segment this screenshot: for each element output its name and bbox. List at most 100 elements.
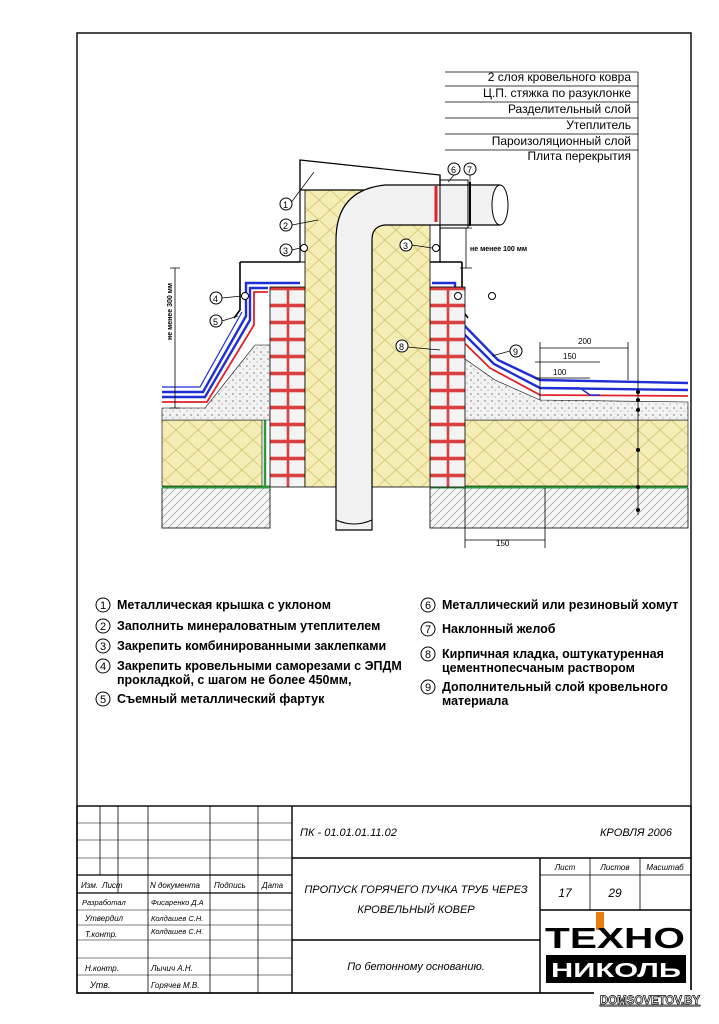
membrane-right-top [432,281,689,385]
hdr-scale: Масштаб [646,863,684,872]
dim-min300: не менее 300 мм [167,283,174,340]
name-3: Колдашев С.Н. [151,927,203,936]
brick-wall-left [269,286,306,488]
callout-5: 5 [213,317,218,327]
hdr-sheets: Листов [599,863,629,872]
legend-number: 4 [100,661,106,673]
callout-1: 1 [283,200,288,210]
clamp [439,179,469,229]
dimensions [170,227,629,548]
legend-text: Заполнить минераловатным утеплителем [117,619,380,633]
dim-150: 150 [563,352,577,361]
name-1: Фисаренко Д.А [151,898,204,907]
tekhnonikol-logo: ТЕХНО НИКОЛЬ [545,912,686,983]
legend-number-circle [420,646,436,662]
legend-text: Съемный металлический фартук [117,692,325,706]
slab-left [161,487,271,529]
layer-labels: 2 слоя кровельного ковра Ц.П. стяжка по … [483,70,631,163]
screw-left [241,292,249,300]
callout-7: 7 [467,165,472,175]
pipe-end [491,184,509,226]
role-3: Т.контр. [85,930,117,939]
callouts: 1 2 3 3 4 5 6 7 8 [209,162,523,358]
legend-text: Металлический или резиновый хомут [442,598,678,612]
membrane-left-extra [162,311,243,388]
legend-number-circle [95,691,111,707]
hdr-podpis: Подпись [214,881,246,890]
legend-number: 6 [425,600,431,612]
legend-text: материала [442,694,509,708]
membrane-right-step [540,387,600,396]
screw-right [454,292,462,300]
dim-200: 200 [578,337,592,346]
legend-number: 9 [425,682,431,694]
hdr-izm: Изм. [81,881,98,890]
membrane-left-outer [162,286,268,399]
legend-text: Наклонный желоб [442,622,556,636]
legend-number-circle [95,597,111,613]
legend-number: 2 [100,621,106,633]
callout-3-right: 3 [403,241,408,251]
layer-label-2: Ц.П. стяжка по разуклонке [483,86,631,100]
layer-label-4: Утеплитель [566,118,631,132]
layer-label-6: Плита перекрытия [528,149,631,163]
insulation-right [437,419,689,487]
insulation-left [161,419,263,487]
title-block-text: ПК - 01.01.01.11.02 КРОВЛЯ 2006 Изм. Лис… [81,827,686,990]
membrane-left-red [162,291,268,403]
legend-text: Закрепить кровельными саморезами с ЭПДМ [117,659,402,673]
legend-text: Кирпичная кладка, оштукатуренная [442,647,664,661]
dim-150-bottom: 150 [496,539,510,548]
sheet-number: 17 [558,886,573,900]
watermark: DOMSOVETOV.BY [600,995,701,1007]
role-1: Разработал [82,898,126,907]
slab-right [429,487,689,529]
doc-code: ПК - 01.01.01.11.02 [300,827,397,839]
legend-number-circle [420,621,436,637]
logo-top-text: ТЕХНО [545,923,685,955]
logo-accent [596,912,604,930]
screw-right-2 [488,292,496,300]
role-4: Н.контр. [85,964,119,973]
title-block [76,805,692,994]
series-name: КРОВЛЯ 2006 [600,827,673,839]
callout-2: 2 [283,221,288,231]
legend-number-circle [95,658,111,674]
legend-number: 7 [425,624,431,636]
doc-subtitle: По бетонному основанию. [347,961,485,973]
doc-title-2: КРОВЕЛЬНЫЙ КОВЕР [357,903,475,916]
legend-number-circle [420,597,436,613]
sheets-count: 29 [607,886,622,900]
layer-label-1: 2 слоя кровельного ковра [488,70,632,84]
legend-text: Дополнительный слой кровельного [442,680,668,694]
legend-number: 5 [100,694,106,706]
hdr-data: Дата [261,881,284,890]
rivet-right [432,244,440,252]
role-2: Утвердил [84,914,124,923]
hdr-ndoc: N документа [150,881,201,890]
callout-6: 6 [451,165,456,175]
role-5: Утв. [89,980,110,990]
legend-text: Металлическая крышка с уклоном [117,598,331,612]
name-5: Горячев М.В. [151,981,199,990]
legend-number: 3 [100,641,106,653]
layer-leaders [445,71,638,151]
apron-left [233,262,241,319]
hdr-sheet: Лист [554,863,576,872]
legend-number: 8 [425,649,431,661]
doc-title-1: ПРОПУСК ГОРЯЧЕГО ПУЧКА ТРУБ ЧЕРЕЗ [304,884,528,896]
logo-bottom-text: НИКОЛЬ [551,960,681,982]
name-2: Колдашев С.Н. [151,914,203,923]
name-4: Лычич А.Н. [150,964,193,973]
layer-label-5: Пароизоляционный слой [492,134,631,148]
hdr-list: Лист [101,881,123,890]
legend-number-circle [95,638,111,654]
legend-text: Закрепить комбинированными заклепками [117,639,386,653]
membrane-left-top [162,281,300,394]
legend-number: 1 [100,600,106,612]
callout-8: 8 [399,342,404,352]
callout-4: 4 [213,294,218,304]
callout-3-left: 3 [283,246,288,256]
brick-wall-right [429,286,466,488]
